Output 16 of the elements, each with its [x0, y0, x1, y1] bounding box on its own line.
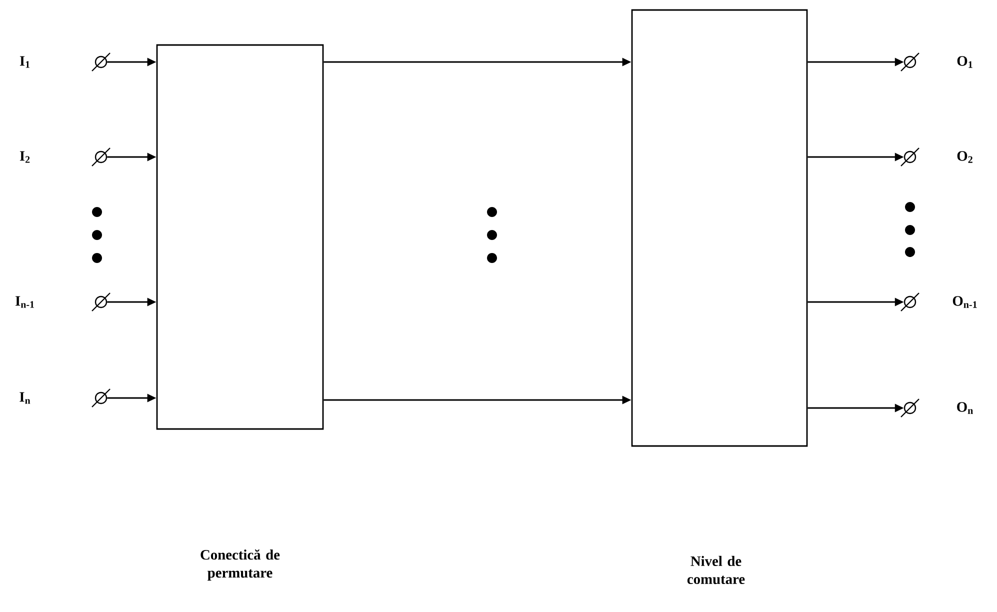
terminal-symbol	[92, 148, 110, 166]
terminal-label: I$_{n}$	[20, 392, 30, 404]
terminal-symbol	[900, 398, 920, 418]
block-box	[156, 44, 324, 430]
terminal-label: I$_{n-1}$	[16, 296, 34, 308]
terminal-label: I$_{1}$	[20, 56, 30, 68]
block-box	[631, 9, 808, 447]
terminal-label: I$_{2}$	[20, 151, 30, 163]
terminal-symbol	[900, 148, 920, 166]
terminal-symbol	[900, 292, 920, 312]
terminal-symbol	[92, 292, 110, 312]
terminal-symbol	[900, 52, 920, 72]
terminal-symbol	[92, 52, 110, 72]
terminal-symbol	[92, 388, 110, 408]
block-caption: Conectică de permutare	[200, 549, 280, 581]
block-caption: Nivel de comutare	[687, 556, 745, 584]
